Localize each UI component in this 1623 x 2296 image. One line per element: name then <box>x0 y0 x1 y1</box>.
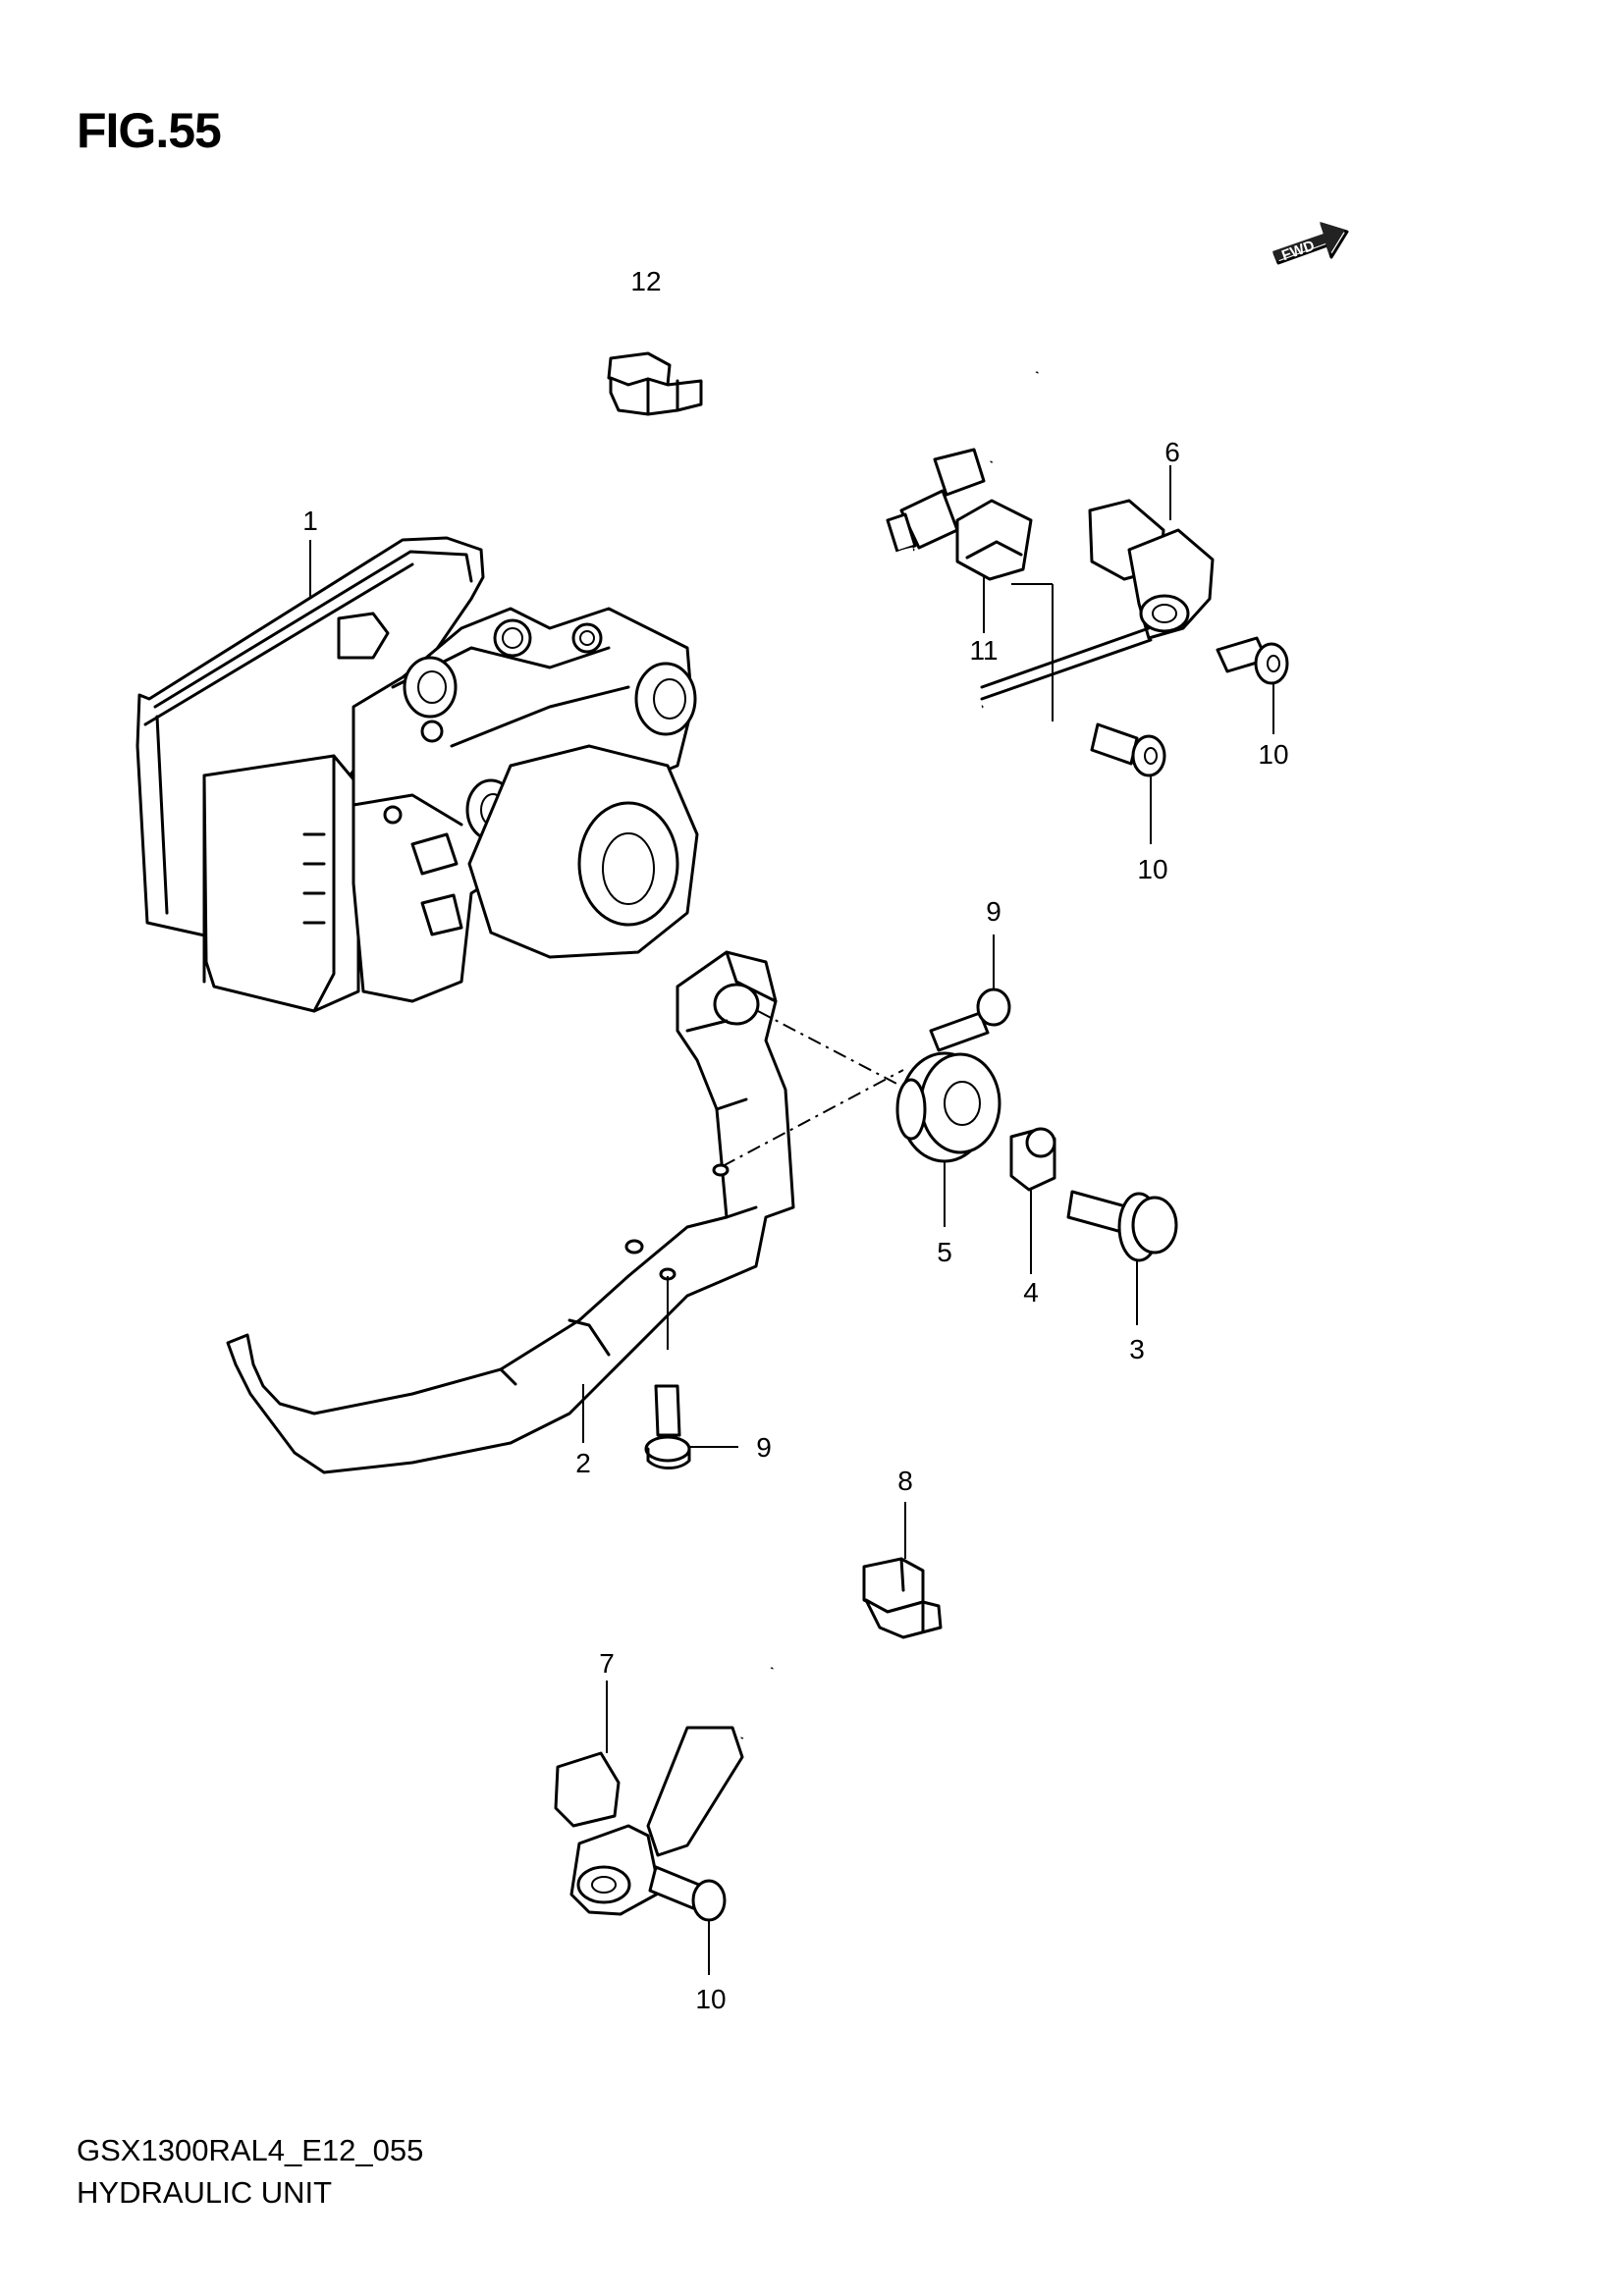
callout-4: 4 <box>1023 1277 1039 1308</box>
part-3-bolt <box>1066 1190 1178 1262</box>
callout-9-upper: 9 <box>986 896 1001 927</box>
callout-3: 3 <box>1129 1334 1145 1364</box>
fwd-arrow-icon: FWD <box>1272 222 1349 265</box>
part-5-grommet <box>895 1051 1001 1163</box>
callout-10-upper-right: 10 <box>1258 739 1288 770</box>
callout-1: 1 <box>302 506 318 536</box>
part-9-bolt-lower <box>644 1384 691 1469</box>
part-4-collar <box>1009 1127 1056 1192</box>
part-2-bracket <box>226 950 795 1474</box>
callout-9-lower: 9 <box>756 1432 772 1463</box>
part-10-bolt-upper-left <box>1090 722 1166 777</box>
callout-7: 7 <box>599 1648 615 1679</box>
callout-10-lower: 10 <box>695 1984 726 2014</box>
part-10-bolt-upper-right <box>1216 636 1289 685</box>
part-12-clip <box>607 351 703 416</box>
callout-10-upper-left: 10 <box>1137 854 1167 884</box>
callout-8: 8 <box>897 1466 913 1496</box>
figure-title: FIG.55 <box>77 103 222 158</box>
callout-2: 2 <box>575 1448 591 1478</box>
model-code: GSX1300RAL4_E12_055 <box>77 2133 424 2167</box>
part-1-hydraulic-unit <box>135 536 699 1013</box>
section-name: HYDRAULIC UNIT <box>77 2175 333 2210</box>
part-7-speed-sensor <box>554 1667 776 1916</box>
part-10-bolt-lower <box>648 1865 727 1922</box>
callout-5: 5 <box>937 1237 952 1267</box>
fwd-label: FWD <box>1279 238 1317 265</box>
part-6-speed-sensor <box>849 371 1215 721</box>
callout-11: 11 <box>969 635 998 666</box>
part-8-clip <box>862 1557 943 1639</box>
callout-12: 12 <box>630 266 661 296</box>
callout-6: 6 <box>1164 437 1180 467</box>
part-9-bolt-upper <box>929 988 1011 1052</box>
